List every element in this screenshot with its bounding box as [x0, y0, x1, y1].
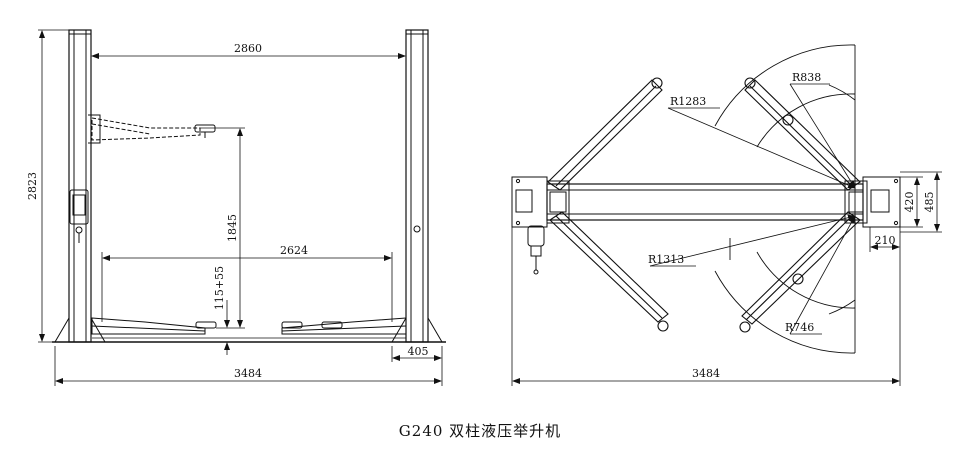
- dim-column-depth: 420: [903, 192, 916, 213]
- power-unit: [527, 225, 545, 275]
- dim-arm-span: 2624: [280, 244, 308, 257]
- radius-leaders: [649, 83, 856, 335]
- drawing-caption: G240 双柱液压举升机: [398, 422, 562, 440]
- dim-radius-lower-short: R746: [785, 321, 814, 334]
- dim-radius-lower-long: R1313: [648, 253, 684, 266]
- top-dimension-labels: R1283 R838 R1313 R746 420 485 210 3484: [648, 71, 936, 380]
- dim-front-overall-width: 3484: [234, 367, 262, 380]
- arm-upper-left: [547, 77, 663, 191]
- top-view: [511, 44, 901, 354]
- front-dimension-labels: 2860 2823 1845 2624 115+55 405 3484: [26, 42, 429, 380]
- left-carriage: [69, 189, 89, 225]
- top-beam: [546, 183, 864, 221]
- arm-upper-right: [744, 77, 861, 191]
- front-dimensions: [38, 29, 443, 386]
- dim-top-overall-width: 3484: [692, 367, 720, 380]
- dim-min-height: 115+55: [213, 266, 226, 310]
- right-column: [391, 29, 443, 343]
- dim-column-span: 2860: [234, 42, 262, 55]
- dim-base-plate-width: 405: [408, 345, 429, 358]
- dim-radius-long: R1283: [670, 95, 706, 108]
- left-base-plate: [511, 176, 570, 228]
- dim-column-offset: 210: [875, 234, 896, 247]
- arm-lower-right: [739, 211, 861, 333]
- lowered-arm-left: [91, 317, 217, 335]
- lowered-arm-right: [281, 317, 407, 335]
- dim-radius-short: R838: [792, 71, 821, 84]
- swing-radius-arcs: [714, 44, 856, 354]
- raised-lift-pad: [194, 124, 216, 133]
- right-base-plate: [844, 176, 901, 228]
- dim-lift-travel: 1845: [226, 214, 239, 242]
- dim-overall-height: 2823: [26, 172, 39, 200]
- arm-lower-left: [549, 211, 669, 332]
- dim-base-depth: 485: [923, 192, 936, 213]
- control-knob: [413, 225, 421, 233]
- top-dimensions: [511, 171, 942, 386]
- left-column: [54, 29, 106, 343]
- raised-arm: [91, 117, 201, 141]
- front-view: [52, 29, 446, 343]
